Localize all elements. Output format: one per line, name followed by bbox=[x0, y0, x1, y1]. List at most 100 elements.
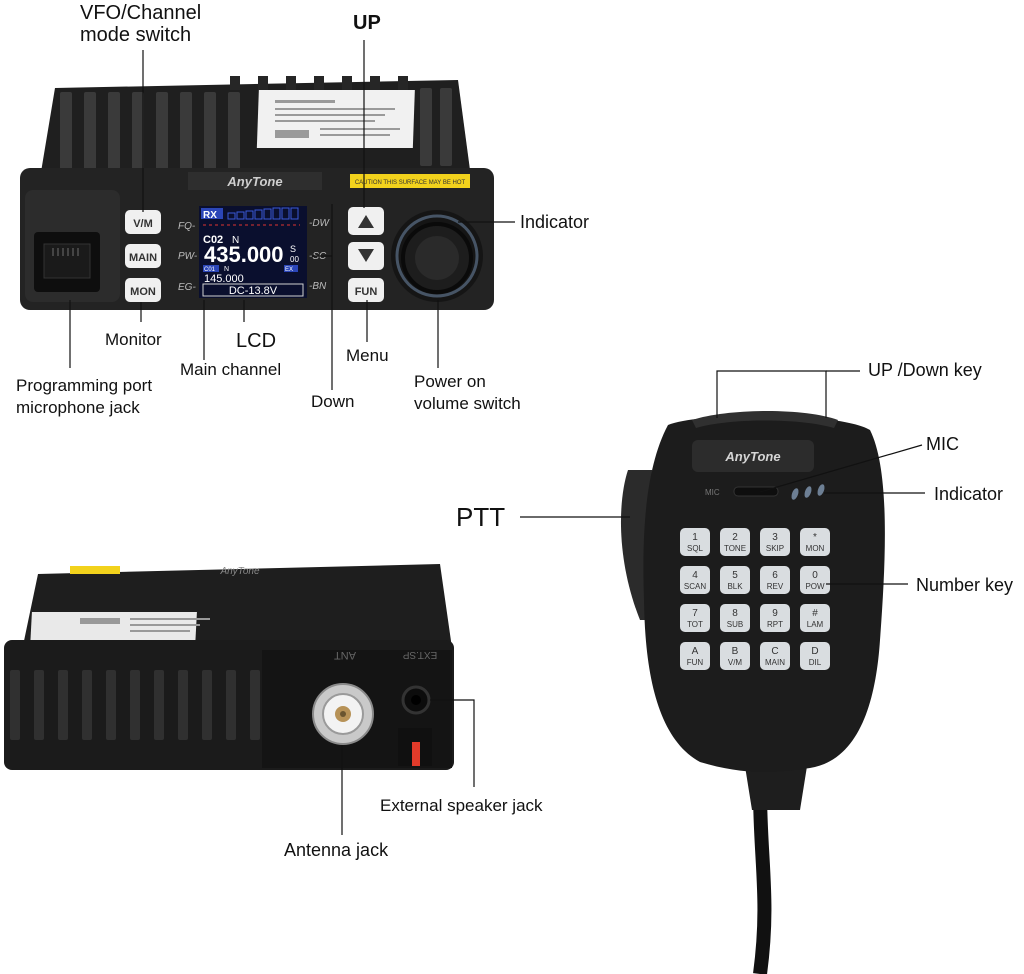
mic-key-function: MON bbox=[806, 544, 825, 553]
mic-key-number: 4 bbox=[692, 570, 698, 581]
vm-button[interactable]: V/M bbox=[133, 218, 153, 230]
mic-key-cap[interactable] bbox=[680, 528, 710, 556]
label-up-down-key: UP /Down key bbox=[868, 360, 982, 380]
mic-key-function: SUB bbox=[727, 620, 743, 629]
mic-key-number: * bbox=[813, 532, 817, 543]
label-menu: Menu bbox=[346, 346, 389, 365]
mic-key-cap[interactable] bbox=[680, 566, 710, 594]
svg-text:EXT.SP: EXT.SP bbox=[402, 649, 437, 660]
label-main-channel: Main channel bbox=[180, 360, 282, 379]
svg-text:-DW: -DW bbox=[309, 218, 331, 229]
label-external-speaker-jack: External speaker jack bbox=[380, 796, 543, 815]
svg-text:EG-: EG- bbox=[178, 282, 196, 293]
mic-key-function: SKIP bbox=[766, 544, 784, 553]
label-monitor: Monitor bbox=[105, 330, 162, 349]
svg-text:145.000: 145.000 bbox=[204, 273, 244, 285]
mic-brand: AnyTone bbox=[724, 449, 780, 464]
mic-key-cap[interactable] bbox=[800, 566, 830, 594]
mic-key-function: RPT bbox=[767, 620, 783, 629]
mic-key-cap[interactable] bbox=[680, 642, 710, 670]
svg-text:PW-: PW- bbox=[178, 251, 198, 262]
mic-key-number: 5 bbox=[732, 570, 738, 581]
label-indicator-radio: Indicator bbox=[520, 212, 590, 232]
svg-text:AnyTone: AnyTone bbox=[219, 566, 260, 577]
label-mic: MIC bbox=[926, 434, 959, 454]
mic-key-cap[interactable] bbox=[720, 528, 750, 556]
mic-key-number: 0 bbox=[812, 570, 818, 581]
mic-key-cap[interactable] bbox=[720, 604, 750, 632]
mic-key-lam[interactable]: #LAM bbox=[800, 604, 830, 632]
mic-key-number: B bbox=[732, 646, 739, 657]
svg-text:ANT: ANT bbox=[334, 649, 356, 661]
mic-key-cap[interactable] bbox=[760, 566, 790, 594]
mic-up-down-key[interactable] bbox=[692, 411, 838, 428]
mic-key-number: A bbox=[692, 646, 699, 657]
mon-button[interactable]: MON bbox=[130, 286, 156, 298]
svg-text:CAUTION THIS SURFACE MAY BE HO: CAUTION THIS SURFACE MAY BE HOT bbox=[355, 180, 466, 186]
label-up: UP bbox=[353, 12, 381, 34]
svg-text:S: S bbox=[290, 244, 296, 254]
mic-key-function: LAM bbox=[807, 620, 824, 629]
mic-key-function: TOT bbox=[687, 620, 703, 629]
mic-key-number: 1 bbox=[692, 532, 698, 543]
mic-key-cap[interactable] bbox=[720, 566, 750, 594]
mic-key-number: # bbox=[812, 608, 818, 619]
label-programming-port: Programming port microphone jack bbox=[16, 376, 153, 417]
label-down: Down bbox=[311, 392, 355, 411]
mic-key-cap[interactable] bbox=[720, 642, 750, 670]
mic-key-cap[interactable] bbox=[800, 528, 830, 556]
svg-text:MIC: MIC bbox=[705, 488, 720, 497]
svg-text:C02: C02 bbox=[203, 234, 223, 246]
mic-key-function: SQL bbox=[687, 544, 704, 553]
mic-key-function: V/M bbox=[728, 658, 743, 667]
mic-key-function: FUN bbox=[687, 658, 704, 667]
label-lcd: LCD bbox=[236, 330, 277, 352]
mic-key-number: 3 bbox=[772, 532, 778, 543]
label-vfo-channel-switch: VFO/Channel mode switch bbox=[80, 2, 202, 46]
label-antenna-jack: Antenna jack bbox=[284, 840, 389, 860]
mic-key-function: TONE bbox=[724, 544, 746, 553]
svg-text:-BN: -BN bbox=[309, 281, 327, 292]
mic-key-number: 6 bbox=[772, 570, 778, 581]
radio-front-sticker bbox=[256, 90, 415, 148]
mic-key-number: D bbox=[811, 646, 818, 657]
label-number-key: Number key bbox=[916, 575, 1014, 595]
radio-front-brand: AnyTone bbox=[226, 174, 282, 189]
mic-key-mon[interactable]: *MON bbox=[800, 528, 830, 556]
radio-rear-fins bbox=[10, 670, 260, 740]
mic-key-cap[interactable] bbox=[760, 528, 790, 556]
mic-key-cap[interactable] bbox=[800, 642, 830, 670]
mic-key-cap[interactable] bbox=[800, 604, 830, 632]
svg-text:00: 00 bbox=[290, 255, 299, 264]
radio-front-fins bbox=[60, 88, 452, 170]
mic-key-function: MAIN bbox=[765, 658, 785, 667]
mic-key-cap[interactable] bbox=[680, 604, 710, 632]
mic-key-function: SCAN bbox=[684, 582, 706, 591]
svg-text:N: N bbox=[232, 235, 239, 246]
label-power-volume-switch: Power on volume switch bbox=[414, 372, 521, 413]
fun-button[interactable]: FUN bbox=[355, 286, 378, 298]
mic-key-cap[interactable] bbox=[760, 642, 790, 670]
svg-text:C01: C01 bbox=[204, 267, 216, 273]
main-button[interactable]: MAIN bbox=[129, 252, 157, 264]
mic-key-cap[interactable] bbox=[760, 604, 790, 632]
mic-key-vm[interactable]: BV/M bbox=[720, 642, 750, 670]
label-ptt: PTT bbox=[456, 502, 506, 532]
